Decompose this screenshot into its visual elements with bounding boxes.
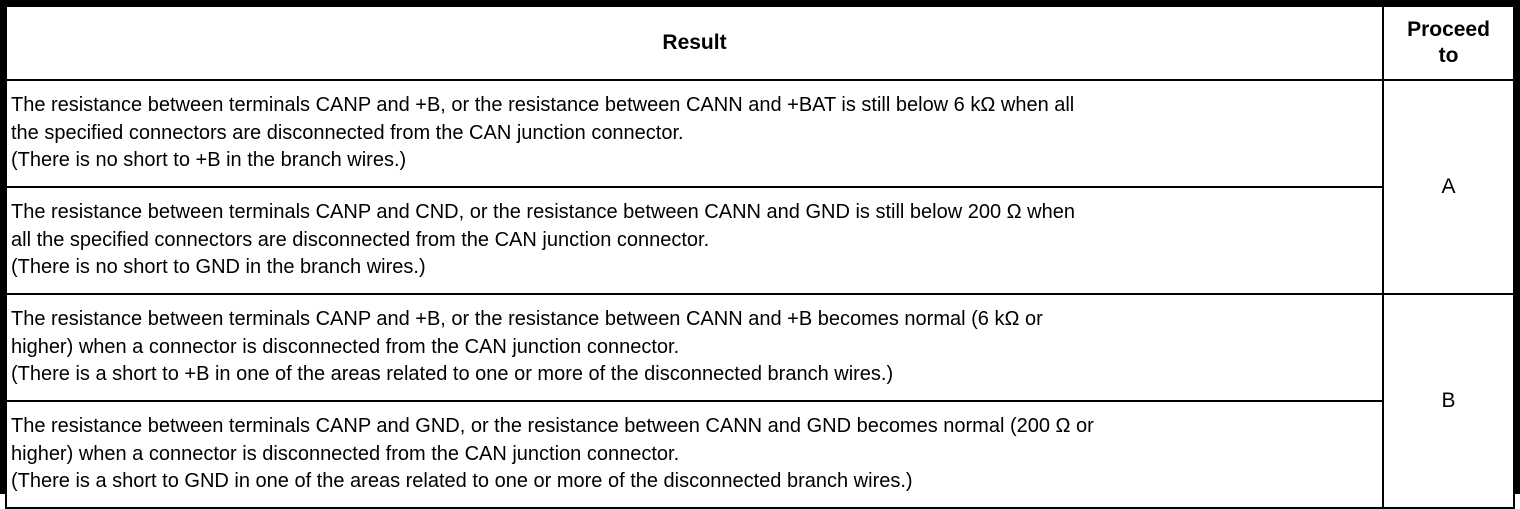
table-row: The resistance between terminals CANP an… — [5, 79, 1515, 295]
result-cell-short-gnd-cleared: The resistance between terminals CANP an… — [5, 400, 1384, 509]
result-text-line: (There is no short to GND in the branch … — [11, 256, 426, 279]
proceed-cell-b: B — [1382, 293, 1515, 509]
result-text-line: The resistance between terminals CANP an… — [11, 415, 1094, 438]
table-row: The resistance between terminals CANP an… — [5, 186, 1514, 295]
result-text-line: higher) when a connector is disconnected… — [11, 335, 680, 358]
diagnostic-result-table: Result Proceed to The resistance between… — [5, 5, 1515, 509]
result-text-line: (There is no short to +B in the branch w… — [11, 149, 407, 172]
result-text-line: (There is a short to +B in one of the ar… — [11, 363, 894, 386]
result-cell-short-gnd-persists: The resistance between terminals CANP an… — [5, 186, 1384, 295]
result-text-line: The resistance between terminals CANP an… — [11, 201, 1075, 224]
result-header-label: Result — [662, 31, 727, 54]
proceed-to-header-label: Proceed to — [1407, 18, 1490, 67]
result-cell-short-plus-b-cleared: The resistance between terminals CANP an… — [5, 293, 1384, 402]
header-row: Result Proceed to — [5, 5, 1515, 81]
result-text-line: the specified connectors are disconnecte… — [11, 121, 684, 144]
proceed-cell-a: A — [1382, 79, 1515, 295]
result-text-line: higher) when a connector is disconnected… — [11, 442, 680, 465]
result-text-line: The resistance between terminals CANP an… — [11, 94, 1075, 117]
result-text-line: (There is a short to GND in one of the a… — [11, 470, 913, 493]
table-row: The resistance between terminals CANP an… — [5, 293, 1515, 509]
result-text-line: all the specified connectors are disconn… — [11, 228, 710, 251]
result-cell-short-plus-b-persists: The resistance between terminals CANP an… — [5, 79, 1384, 188]
result-column-header: Result — [5, 5, 1384, 81]
table-row: The resistance between terminals CANP an… — [5, 400, 1514, 509]
proceed-to-column-header: Proceed to — [1382, 5, 1515, 81]
result-text-line: The resistance between terminals CANP an… — [11, 308, 1043, 331]
